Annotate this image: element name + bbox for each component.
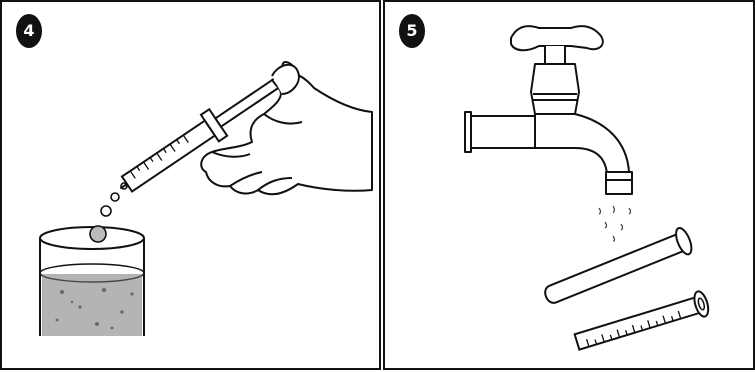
falling-drops: [89, 182, 128, 243]
step-5-panel: 5: [383, 0, 755, 370]
step-4-panel: 4: [0, 0, 381, 370]
liquid-speckle: [55, 287, 134, 330]
water-tap-icon: [464, 25, 633, 195]
beaker-icon: [39, 226, 145, 336]
step-number-badge: 4: [16, 14, 42, 48]
water-drops: [598, 205, 632, 242]
graduated-cylinder-icon: [573, 290, 710, 351]
hand-icon: [200, 63, 373, 196]
rinse-under-tap-illustration: [464, 25, 710, 351]
syringe-icon: [119, 60, 301, 193]
test-tube-icon: [544, 227, 693, 304]
liquid-texture: [42, 274, 142, 336]
syringe-into-beaker-illustration: [39, 60, 373, 336]
step-number-badge: 5: [399, 14, 425, 48]
